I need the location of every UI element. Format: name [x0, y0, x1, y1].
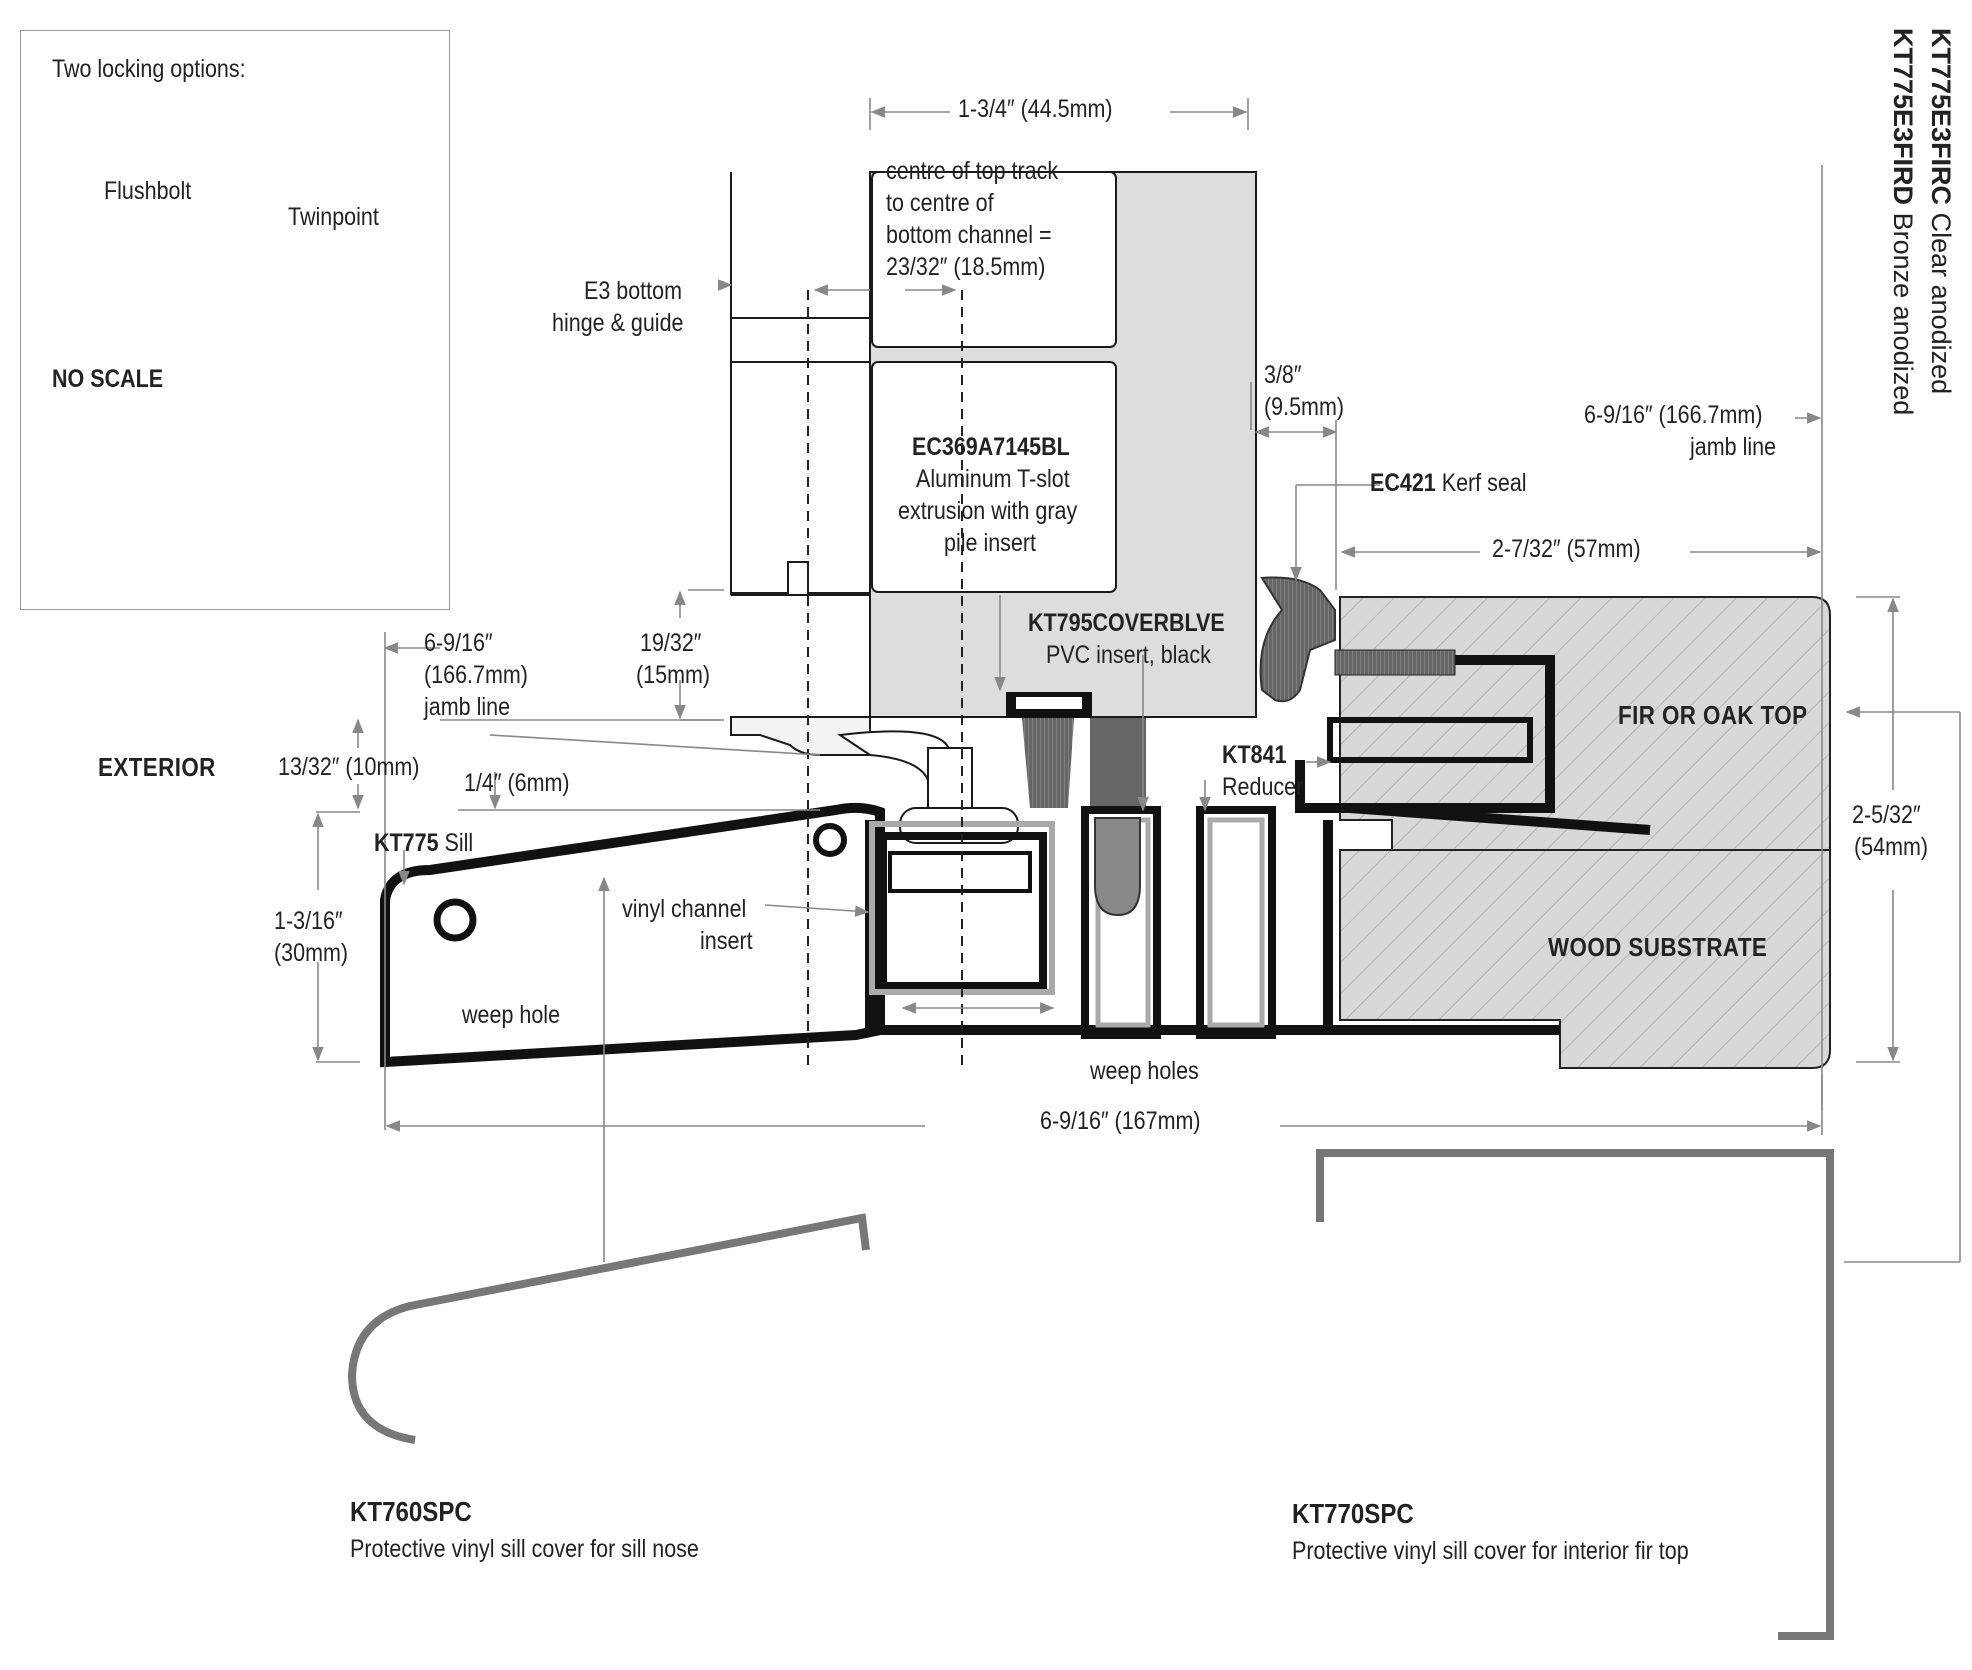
sill-code: KT775	[374, 829, 439, 857]
top-cover-code: KT770SPC	[1292, 1498, 1414, 1529]
tslot-desc-line3: pile insert	[944, 529, 1037, 557]
dim-sill-height-line2: (30mm)	[274, 939, 349, 967]
dim-hinge-height-line1: 19/32″	[640, 629, 702, 657]
exterior-label: EXTERIOR	[98, 752, 216, 782]
centre-note-line1: centre of top track	[886, 157, 1059, 185]
locking-options-legend	[20, 30, 450, 610]
legend-title: Two locking options:	[52, 55, 246, 83]
reducer-code: KT841	[1222, 741, 1287, 769]
vinyl-label-line2: insert	[700, 927, 753, 955]
dim-top-width: 1-3/4″ (44.5mm)	[958, 95, 1113, 123]
tslot-desc-line1: Aluminum T-slot	[916, 465, 1070, 493]
centre-note-line2: to centre of	[886, 189, 994, 217]
no-scale-note: NO SCALE	[52, 365, 164, 393]
kt770spc-cover	[1316, 1149, 1834, 1640]
dim-1-4: 1/4″ (6mm)	[464, 769, 570, 797]
sill-label: KT775 Sill	[374, 828, 473, 859]
fir-top-label: FIR OR OAK TOP	[1618, 700, 1808, 730]
dim-gap-line2: (9.5mm)	[1264, 393, 1345, 421]
dim-13-32: 13/32″ (10mm)	[278, 753, 420, 781]
dim-top-height-line2: (54mm)	[1854, 833, 1929, 861]
kerf-seal-label: EC421 Kerf seal	[1370, 468, 1527, 499]
weep-holes-label: weep holes	[1090, 1057, 1199, 1085]
hinge-label-line2: hinge & guide	[552, 309, 684, 337]
product-code-bronze: KT775E3FIRD Bronze anodized	[1887, 28, 1918, 415]
cover-code: KT795COVERBLVE	[1028, 609, 1225, 637]
product-code-clear: KT775E3FIRC Clear anodized	[1925, 28, 1956, 394]
clear-code: KT775E3FIRC	[1926, 28, 1956, 206]
flushbolt-label: Flushbolt	[104, 177, 192, 205]
dim-gap-line1: 3/8″	[1264, 361, 1302, 389]
kt775-sill-profile	[380, 576, 1651, 1068]
dim-top-height-line1: 2-5/32″	[1852, 801, 1921, 829]
twinpoint-label: Twinpoint	[288, 203, 379, 231]
panel-assembly	[730, 171, 1257, 844]
dimension-lines	[312, 98, 1961, 1263]
reducer-desc: Reducer	[1222, 773, 1304, 801]
centre-note-line3: bottom channel =	[886, 221, 1052, 249]
bronze-finish: Bronze anodized	[1888, 212, 1918, 416]
vinyl-label-line1: vinyl channel	[622, 895, 747, 923]
cover-desc: PVC insert, black	[1046, 641, 1211, 669]
dim-overall-width: 6-9/16″ (167mm)	[1040, 1107, 1201, 1135]
centre-note-line4: 23/32″ (18.5mm)	[886, 253, 1046, 281]
clear-finish: Clear anodized	[1926, 212, 1956, 395]
kerf-code: EC421	[1370, 469, 1436, 497]
dim-hinge-height-line2: (15mm)	[636, 661, 711, 689]
nose-cover-code: KT760SPC	[350, 1496, 472, 1527]
kerf-desc: Kerf seal	[1435, 469, 1527, 497]
dim-kerf-span: 2-7/32″ (57mm)	[1492, 535, 1641, 563]
centre-lines	[807, 290, 963, 1070]
dim-left-jamb-line2: (166.7mm)	[424, 661, 528, 689]
dim-right-jamb-line2: jamb line	[1690, 433, 1777, 461]
dim-sill-height-line1: 1-3/16″	[274, 907, 343, 935]
tslot-code: EC369A7145BL	[912, 433, 1070, 461]
weep-hole-label: weep hole	[462, 1001, 561, 1029]
wood-substrate-label: WOOD SUBSTRATE	[1548, 932, 1768, 962]
kt760spc-cover	[347, 1213, 870, 1444]
tslot-desc-line2: extrusion with gray	[898, 497, 1078, 525]
nose-cover-desc: Protective vinyl sill cover for sill nos…	[350, 1535, 699, 1563]
dim-right-jamb-line1: 6-9/16″ (166.7mm)	[1584, 401, 1763, 429]
dim-left-jamb-line1: 6-9/16″	[424, 629, 493, 657]
top-cover-desc: Protective vinyl sill cover for interior…	[1292, 1537, 1689, 1565]
wood-substrate-and-top	[1339, 596, 1831, 1069]
dim-left-jamb-line3: jamb line	[424, 693, 511, 721]
sill-desc: Sill	[438, 829, 474, 857]
bronze-code: KT775E3FIRD	[1888, 28, 1918, 206]
hinge-label-line1: E3 bottom	[584, 277, 682, 305]
